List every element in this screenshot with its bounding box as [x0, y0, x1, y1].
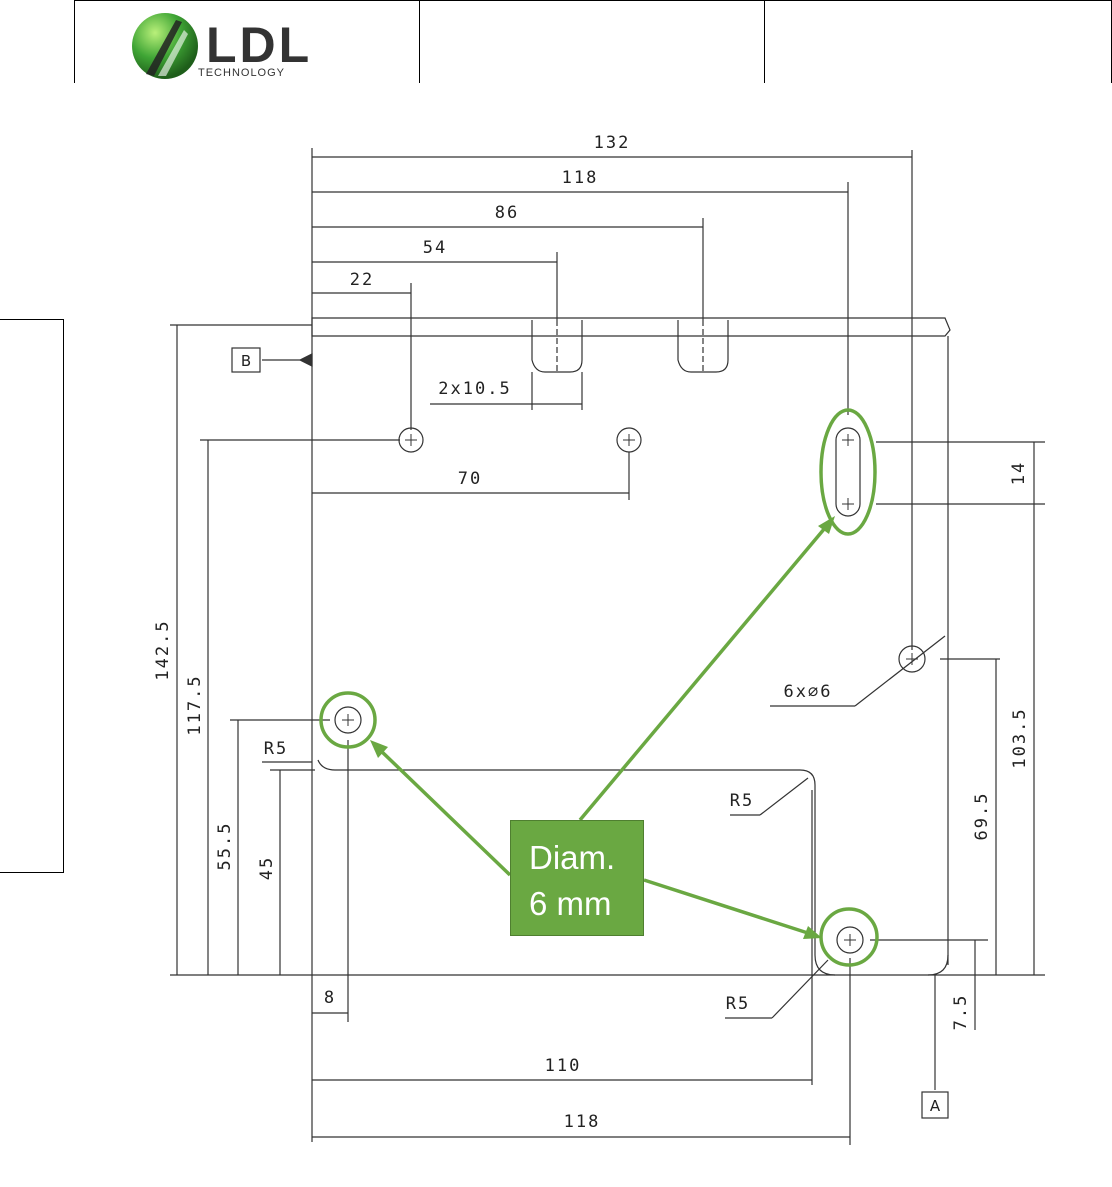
- dim-86: 86: [495, 203, 519, 223]
- dim-r5-bottom: R5: [726, 994, 750, 1014]
- dim-55-5: 55.5: [215, 822, 235, 871]
- dim-2x10-5: 2x10.5: [438, 379, 511, 399]
- tab-right: [678, 320, 728, 372]
- callout-line-1: Diam.: [529, 835, 643, 881]
- datum-b: B: [232, 348, 260, 372]
- dim-6x-diam-6: 6x∅6: [784, 682, 833, 702]
- dim-103-5: 103.5: [1010, 707, 1030, 768]
- dim-117-5: 117.5: [185, 674, 205, 735]
- dim-118-bottom: 118: [564, 1112, 601, 1132]
- dim-7-5: 7.5: [951, 994, 971, 1031]
- dim-54: 54: [423, 238, 447, 258]
- highlight-circle-bottom: [821, 909, 877, 965]
- dim-r5-mid: R5: [730, 791, 754, 811]
- dim-45: 45: [257, 856, 277, 880]
- callout-line-2: 6 mm: [529, 881, 643, 927]
- arrow-to-left-hole: [378, 748, 510, 875]
- dim-r5-left: R5: [264, 739, 288, 759]
- dim-70: 70: [458, 469, 482, 489]
- datum-a: A: [922, 1092, 948, 1118]
- dim-142-5: 142.5: [153, 619, 173, 680]
- diameter-callout: Diam. 6 mm: [510, 820, 644, 936]
- dim-8: 8: [324, 988, 336, 1008]
- svg-text:A: A: [930, 1097, 941, 1115]
- svg-text:B: B: [241, 352, 251, 370]
- arrow-to-slot: [580, 522, 830, 820]
- dim-22: 22: [350, 270, 374, 290]
- dim-69-5: 69.5: [972, 792, 992, 841]
- dim-132: 132: [594, 133, 631, 153]
- plate-top-edge: [312, 318, 950, 336]
- arrow-to-bottom-hole: [644, 880, 814, 935]
- dim-110: 110: [545, 1056, 582, 1076]
- tab-left: [532, 320, 582, 372]
- dim-14: 14: [1009, 461, 1029, 485]
- dim-118-top: 118: [562, 168, 599, 188]
